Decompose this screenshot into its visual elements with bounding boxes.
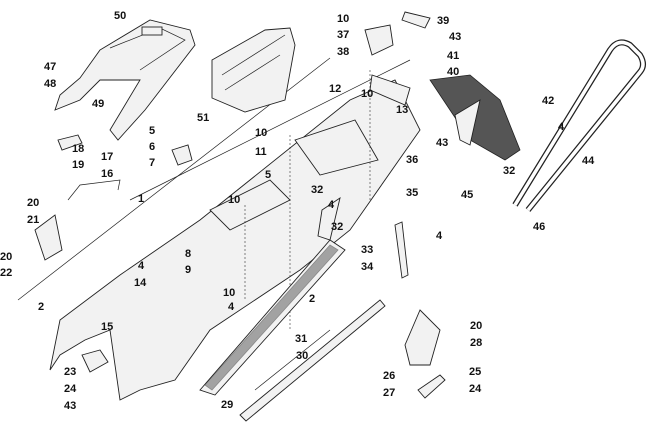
callout: 32 <box>311 184 323 196</box>
bracket-37 <box>364 24 394 56</box>
callout: 20 <box>470 320 482 332</box>
callout: 38 <box>337 46 349 58</box>
callout: 20 <box>0 251 12 263</box>
callout: 51 <box>197 112 209 124</box>
callout: 20 <box>27 197 39 209</box>
callout: 37 <box>337 29 349 41</box>
cover-18 <box>57 134 83 151</box>
callout: 2 <box>38 301 44 313</box>
callout: 21 <box>27 214 39 226</box>
reference-line <box>129 59 411 201</box>
callout: 16 <box>101 168 113 180</box>
callout: 42 <box>542 95 554 107</box>
callout-labels: 50 47 48 49 51 5 6 7 10 11 5 32 10 1 18 … <box>0 10 595 412</box>
flap-bracket <box>454 99 481 146</box>
callout: 28 <box>470 337 482 349</box>
callout: 19 <box>72 159 84 171</box>
callout: 48 <box>44 78 56 90</box>
callout: 9 <box>185 264 191 276</box>
bracket-7 <box>171 144 193 166</box>
callout: 22 <box>0 267 12 279</box>
callout: 10 <box>223 287 235 299</box>
pad-25 <box>417 374 446 399</box>
callout: 14 <box>134 277 147 289</box>
callout: 4 <box>228 301 235 313</box>
rod-30 <box>254 329 331 391</box>
heat-shield-21 <box>34 214 63 261</box>
callout: 12 <box>329 83 341 95</box>
callout: 4 <box>328 199 335 211</box>
callout: 5 <box>149 125 155 137</box>
callout: 31 <box>295 333 307 345</box>
chassis-tunnel <box>49 70 421 401</box>
callout: 47 <box>44 61 56 73</box>
callout: 6 <box>149 141 155 153</box>
callout: 10 <box>255 127 267 139</box>
callout: 5 <box>265 169 271 181</box>
rear-bumper <box>512 39 646 212</box>
callout: 30 <box>296 350 308 362</box>
footrest-26 <box>404 309 441 366</box>
handle-34 <box>394 221 409 279</box>
callout: 43 <box>449 31 461 43</box>
callout: 2 <box>309 293 315 305</box>
callout: 4 <box>138 260 145 272</box>
callout: 35 <box>406 187 418 199</box>
callout: 43 <box>436 137 448 149</box>
callout: 49 <box>92 98 104 110</box>
handle-19 <box>67 179 121 201</box>
callout: 17 <box>101 151 113 163</box>
cover-23 <box>81 349 109 373</box>
callout: 32 <box>331 221 343 233</box>
callout: 13 <box>396 104 408 116</box>
callout: 33 <box>361 244 373 256</box>
callout: 46 <box>533 221 545 233</box>
callout: 7 <box>149 157 155 169</box>
callout: 24 <box>64 383 77 395</box>
callout: 25 <box>469 366 481 378</box>
bracket-39 <box>401 11 431 29</box>
rear-seat-assembly <box>54 19 196 141</box>
callout: 26 <box>383 370 395 382</box>
callout: 34 <box>361 261 374 273</box>
callout: 27 <box>383 387 395 399</box>
callout: 45 <box>461 189 473 201</box>
callout: 36 <box>406 154 418 166</box>
callout: 15 <box>101 321 113 333</box>
callout: 1 <box>138 193 144 205</box>
callout: 39 <box>437 15 449 27</box>
callout: 40 <box>447 66 459 78</box>
callout: 23 <box>64 366 76 378</box>
callout: 4 <box>436 230 443 242</box>
callout: 10 <box>361 88 373 100</box>
callout: 50 <box>114 10 126 22</box>
callout: 32 <box>503 165 515 177</box>
callout: 8 <box>185 248 191 260</box>
callout: 24 <box>469 383 482 395</box>
callout: 18 <box>72 143 84 155</box>
callout: 10 <box>228 194 240 206</box>
callout: 43 <box>64 400 76 412</box>
callout: 11 <box>255 146 267 158</box>
rail-13 <box>369 74 411 106</box>
callout: 41 <box>447 50 459 62</box>
callout: 10 <box>337 13 349 25</box>
storage-bag <box>211 27 296 113</box>
panel-33 <box>317 196 341 241</box>
tube-29 <box>239 299 386 422</box>
running-board <box>199 239 346 396</box>
callout: 44 <box>582 155 595 167</box>
callout: 4 <box>558 121 565 133</box>
callout: 29 <box>221 399 233 411</box>
